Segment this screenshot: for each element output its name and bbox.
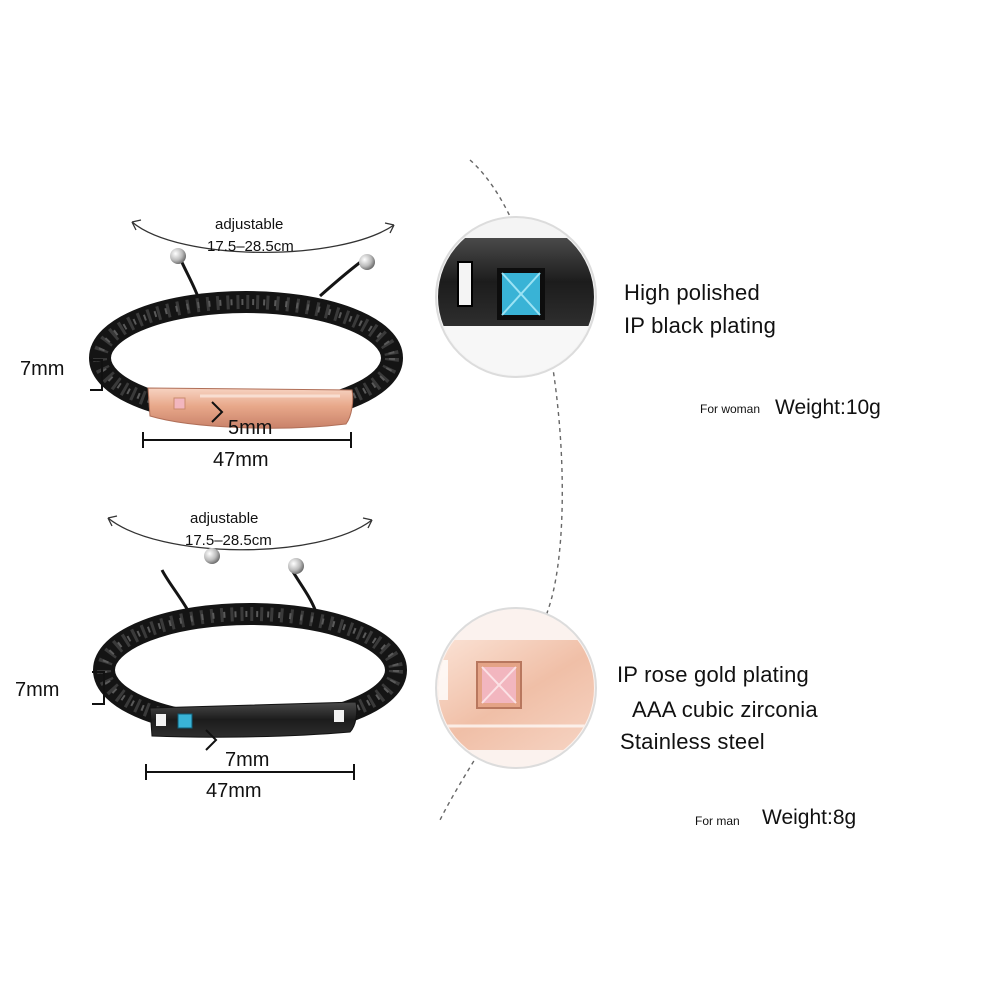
bottom-bead-right bbox=[288, 558, 304, 574]
zoom-rose-plating bbox=[435, 607, 597, 769]
bottom-size-range: 17.5–28.5cm bbox=[185, 532, 272, 549]
bottom-bar bbox=[149, 701, 358, 738]
bottom-bracelet bbox=[92, 515, 407, 780]
bottom-drawstring bbox=[160, 569, 192, 615]
bottom-width-bracket bbox=[92, 671, 105, 705]
top-adjust-arc bbox=[131, 221, 395, 253]
man-weight-label: For man bbox=[695, 814, 740, 828]
top-drawstring-2 bbox=[319, 256, 367, 298]
top-bar-stone bbox=[173, 397, 186, 410]
rose-detail-line3: Stainless steel bbox=[620, 729, 765, 754]
man-weight-value: Weight:8g bbox=[762, 806, 857, 829]
bottom-adjust-arc bbox=[107, 517, 373, 551]
bottom-bar-stone bbox=[177, 713, 193, 729]
top-stone-bracket bbox=[211, 401, 224, 423]
top-arc-arrow-right bbox=[384, 222, 395, 234]
top-size-range: 17.5–28.5cm bbox=[207, 238, 294, 255]
woman-weight-label: For woman bbox=[700, 402, 761, 416]
top-width-bracket bbox=[90, 359, 103, 391]
woman-weight-value: Weight:10g bbox=[775, 396, 881, 419]
bottom-adjustable-label: adjustable bbox=[190, 510, 259, 527]
top-width-label: 7mm bbox=[20, 358, 65, 380]
black-detail-line1: High polished bbox=[624, 280, 760, 305]
bottom-bar-slot bbox=[156, 714, 166, 726]
top-bar bbox=[147, 387, 354, 429]
bottom-width-label: 7mm bbox=[15, 679, 60, 701]
top-arc-arrow-left bbox=[131, 219, 142, 231]
top-bead-right bbox=[359, 254, 375, 270]
top-length-line bbox=[142, 432, 352, 448]
bottom-arc-arrow-left bbox=[107, 515, 118, 527]
top-bead-left bbox=[170, 248, 186, 264]
rose-detail-line1: IP rose gold plating bbox=[617, 662, 809, 687]
top-adjustable-label: adjustable bbox=[215, 216, 284, 233]
top-length-label: 47mm bbox=[213, 449, 269, 471]
rose-detail-line2: AAA cubic zirconia bbox=[632, 697, 818, 722]
black-detail-line2: IP black plating bbox=[624, 313, 777, 338]
top-stone-label: 5mm bbox=[228, 417, 273, 439]
bottom-bead-left bbox=[204, 548, 220, 564]
bottom-stone-label: 7mm bbox=[225, 749, 270, 771]
zoom-black-plating bbox=[435, 216, 597, 378]
bottom-length-label: 47mm bbox=[206, 780, 262, 802]
bottom-stone-bracket bbox=[205, 729, 218, 751]
bottom-length-line bbox=[145, 764, 355, 780]
bottom-bar-slot-2 bbox=[334, 710, 344, 722]
top-bracelet bbox=[89, 219, 403, 448]
bottom-arc-arrow-right bbox=[362, 517, 373, 529]
